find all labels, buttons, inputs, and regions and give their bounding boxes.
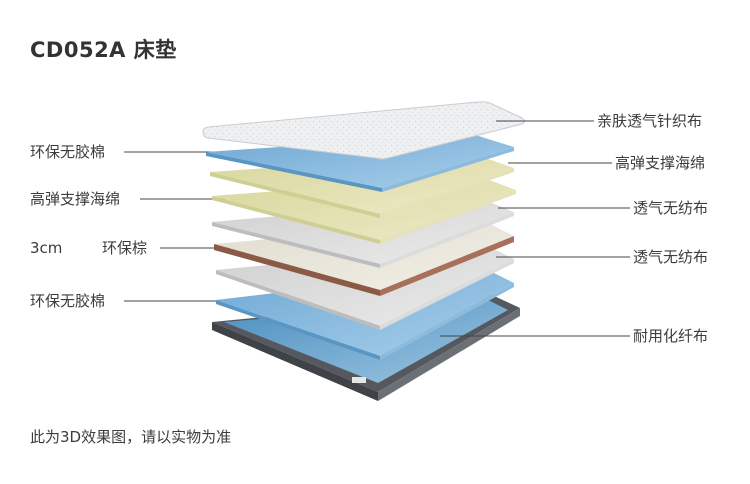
label-foam-right: 高弹支撑海绵 bbox=[615, 154, 706, 172]
label-cotton-lower: 环保无胶棉 bbox=[30, 292, 106, 310]
label-nonwoven-lower: 透气无纺布 bbox=[633, 248, 709, 266]
label-knit-fabric: 亲肤透气针织布 bbox=[597, 112, 703, 130]
label-nonwoven-upper: 透气无纺布 bbox=[633, 199, 709, 217]
page-title: CD052A 床垫 bbox=[30, 38, 177, 62]
right-leader-lines bbox=[440, 120, 630, 337]
label-foam: 高弹支撑海绵 bbox=[30, 190, 121, 208]
label-thickness: 3cm bbox=[30, 239, 63, 257]
label-coir: 环保棕 bbox=[102, 239, 148, 257]
footnote: 此为3D效果图，请以实物为准 bbox=[30, 428, 232, 446]
layer-cotton-upper bbox=[206, 134, 514, 192]
label-base-fabric: 耐用化纤布 bbox=[633, 327, 709, 345]
label-cotton-upper: 环保无胶棉 bbox=[30, 143, 106, 161]
